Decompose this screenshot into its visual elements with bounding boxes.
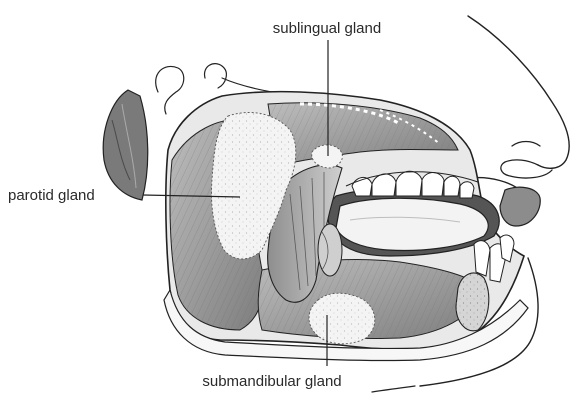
label-sublingual-gland: sublingual gland [273, 20, 381, 37]
label-parotid-gland: parotid gland [8, 187, 95, 204]
label-submandibular-gland: submandibular gland [202, 373, 341, 390]
tongue [336, 198, 488, 250]
ear [103, 90, 148, 200]
tongue-tip [500, 187, 540, 226]
